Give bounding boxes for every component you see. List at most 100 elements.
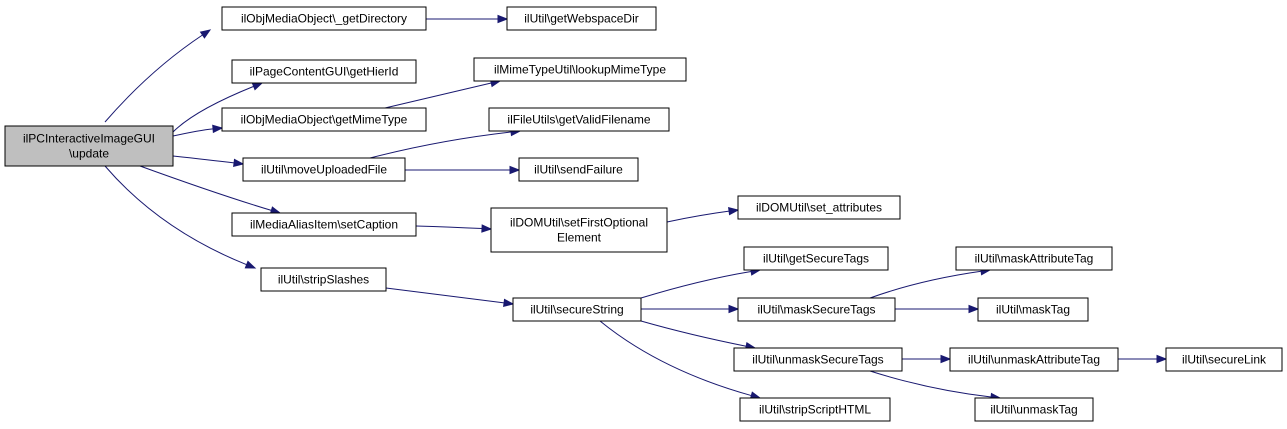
node-maskTag[interactable]: ilUtil\maskTag	[977, 297, 1089, 322]
arrowhead-getMimeType	[212, 124, 224, 134]
node-root-label-1: \update	[69, 147, 109, 161]
edge-root-to-setCaption	[139, 165, 272, 211]
node-getHierId-box	[231, 59, 417, 84]
node-setFirstOptionalElement-box	[490, 207, 668, 253]
node-unmaskAttributeTag-box	[949, 347, 1119, 372]
node-setFirstOptionalElement-label-1: Element	[557, 231, 602, 245]
node-maskAttributeTag-label-0: ilUtil\maskAttributeTag	[975, 252, 1094, 266]
edges-layer	[104, 14, 1168, 402]
node-getWebspaceDir-box	[506, 6, 657, 31]
node-set_attributes-label-0: ilDOMUtil\set_attributes	[756, 201, 882, 215]
edge-getMimeType-to-lookupMimeType	[384, 82, 492, 109]
arrowhead-maskTag	[968, 304, 980, 314]
node-stripSlashes[interactable]: ilUtil\stripSlashes	[260, 267, 387, 292]
node-unmaskAttributeTag-label-0: ilUtil\unmaskAttributeTag	[968, 353, 1100, 367]
node-maskAttributeTag-box	[955, 246, 1113, 271]
edge-secureString-to-getSecureTags	[640, 270, 752, 299]
node-unmaskTag[interactable]: ilUtil\unmaskTag	[974, 397, 1094, 422]
edge-root-to-getMimeType	[172, 128, 214, 137]
node-unmaskSecureTags[interactable]: ilUtil\unmaskSecureTags	[733, 347, 903, 372]
node-maskSecureTags-label-0: ilUtil\maskSecureTags	[757, 303, 875, 317]
node-unmaskSecureTags-label-0: ilUtil\unmaskSecureTags	[752, 353, 883, 367]
node-secureLink[interactable]: ilUtil\secureLink	[1165, 347, 1283, 372]
node-sendFailure-box	[518, 157, 639, 182]
node-maskTag-box	[977, 297, 1089, 322]
arrowhead-maskSecureTags	[728, 304, 740, 314]
node-getDirectory-box	[221, 6, 427, 31]
node-sendFailure-label-0: ilUtil\sendFailure	[534, 163, 623, 177]
node-stripScriptHTML[interactable]: ilUtil\stripScriptHTML	[739, 397, 891, 422]
node-moveUploadedFile-box	[242, 157, 406, 182]
edge-maskSecureTags-to-maskAttributeTag	[869, 270, 982, 299]
node-getValidFilename-box	[488, 107, 670, 132]
node-setCaption-label-0: ilMediaAliasItem\setCaption	[250, 218, 398, 232]
edge-root-to-stripSlashes	[104, 165, 247, 266]
arrowhead-secureLink	[1156, 354, 1168, 364]
arrowhead-unmaskAttributeTag	[940, 354, 952, 364]
node-getMimeType-label-0: ilObjMediaObject\getMimeType	[241, 113, 408, 127]
node-set_attributes[interactable]: ilDOMUtil\set_attributes	[737, 195, 901, 220]
edge-unmaskSecureTags-to-unmaskTag	[869, 370, 992, 398]
node-moveUploadedFile-label-0: ilUtil\moveUploadedFile	[261, 163, 387, 177]
node-maskTag-label-0: ilUtil\maskTag	[996, 303, 1070, 317]
edge-secureString-to-stripScriptHTML	[599, 320, 752, 397]
node-maskSecureTags[interactable]: ilUtil\maskSecureTags	[737, 297, 896, 322]
node-stripScriptHTML-label-0: ilUtil\stripScriptHTML	[759, 403, 871, 417]
node-secureString-label-0: ilUtil\secureString	[530, 303, 623, 317]
node-getWebspaceDir-label-0: ilUtil\getWebspaceDir	[524, 12, 639, 26]
node-secureLink-label-0: ilUtil\secureLink	[1182, 353, 1267, 367]
node-lookupMimeType-box	[473, 57, 687, 82]
node-maskSecureTags-box	[737, 297, 896, 322]
node-root[interactable]: ilPCInteractiveImageGUI\update	[4, 125, 174, 167]
node-stripSlashes-label-0: ilUtil\stripSlashes	[278, 273, 369, 287]
node-getDirectory[interactable]: ilObjMediaObject\_getDirectory	[221, 6, 427, 31]
node-root-box	[4, 125, 174, 167]
node-lookupMimeType-label-0: ilMimeTypeUtil\lookupMimeType	[494, 63, 666, 77]
node-setCaption-box	[231, 212, 417, 237]
edge-moveUploadedFile-to-getValidFilename	[369, 131, 512, 159]
node-getHierId-label-0: ilPageContentGUI\getHierId	[250, 65, 399, 79]
node-secureString-box	[512, 297, 642, 322]
arrowhead-setFirstOptionalElement	[481, 224, 493, 233]
node-getDirectory-label-0: ilObjMediaObject\_getDirectory	[241, 12, 407, 26]
node-getSecureTags-box	[743, 246, 889, 271]
node-unmaskTag-label-0: ilUtil\unmaskTag	[990, 403, 1077, 417]
node-getHierId[interactable]: ilPageContentGUI\getHierId	[231, 59, 417, 84]
node-sendFailure[interactable]: ilUtil\sendFailure	[518, 157, 639, 182]
edge-setCaption-to-setFirstOptionalElement	[415, 225, 483, 230]
node-getMimeType-box	[221, 107, 427, 132]
node-unmaskSecureTags-box	[733, 347, 903, 372]
node-getWebspaceDir[interactable]: ilUtil\getWebspaceDir	[506, 6, 657, 31]
arrowhead-getWebspaceDir	[497, 14, 509, 24]
arrowhead-getDirectory	[199, 29, 212, 39]
node-moveUploadedFile[interactable]: ilUtil\moveUploadedFile	[242, 157, 406, 182]
node-secureString[interactable]: ilUtil\secureString	[512, 297, 642, 322]
node-getMimeType[interactable]: ilObjMediaObject\getMimeType	[221, 107, 427, 132]
node-maskAttributeTag[interactable]: ilUtil\maskAttributeTag	[955, 246, 1113, 271]
node-setCaption[interactable]: ilMediaAliasItem\setCaption	[231, 212, 417, 237]
edge-stripSlashes-to-secureString	[385, 287, 505, 304]
node-getSecureTags[interactable]: ilUtil\getSecureTags	[743, 246, 889, 271]
arrowhead-set_attributes	[728, 207, 740, 216]
node-getValidFilename-label-0: ilFileUtils\getValidFilename	[507, 113, 650, 127]
node-lookupMimeType[interactable]: ilMimeTypeUtil\lookupMimeType	[473, 57, 687, 82]
node-getValidFilename[interactable]: ilFileUtils\getValidFilename	[488, 107, 670, 132]
arrowhead-moveUploadedFile	[233, 158, 245, 168]
node-stripSlashes-box	[260, 267, 387, 292]
arrowhead-secureString	[503, 298, 515, 308]
node-setFirstOptionalElement-label-0: ilDOMUtil\setFirstOptional	[510, 216, 648, 230]
edge-root-to-getHierId	[172, 85, 254, 133]
node-set_attributes-box	[737, 195, 901, 220]
node-getSecureTags-label-0: ilUtil\getSecureTags	[763, 252, 869, 266]
node-secureLink-box	[1165, 347, 1283, 372]
edge-root-to-getDirectory	[104, 34, 203, 123]
arrowhead-stripSlashes	[244, 260, 257, 269]
edge-secureString-to-unmaskSecureTags	[640, 320, 747, 347]
arrowhead-getHierId	[251, 82, 264, 91]
node-unmaskAttributeTag[interactable]: ilUtil\unmaskAttributeTag	[949, 347, 1119, 372]
node-root-label-0: ilPCInteractiveImageGUI	[23, 132, 155, 146]
arrowhead-sendFailure	[509, 165, 521, 175]
nodes-layer: ilPCInteractiveImageGUI\update ilObjMedia…	[4, 6, 1283, 422]
